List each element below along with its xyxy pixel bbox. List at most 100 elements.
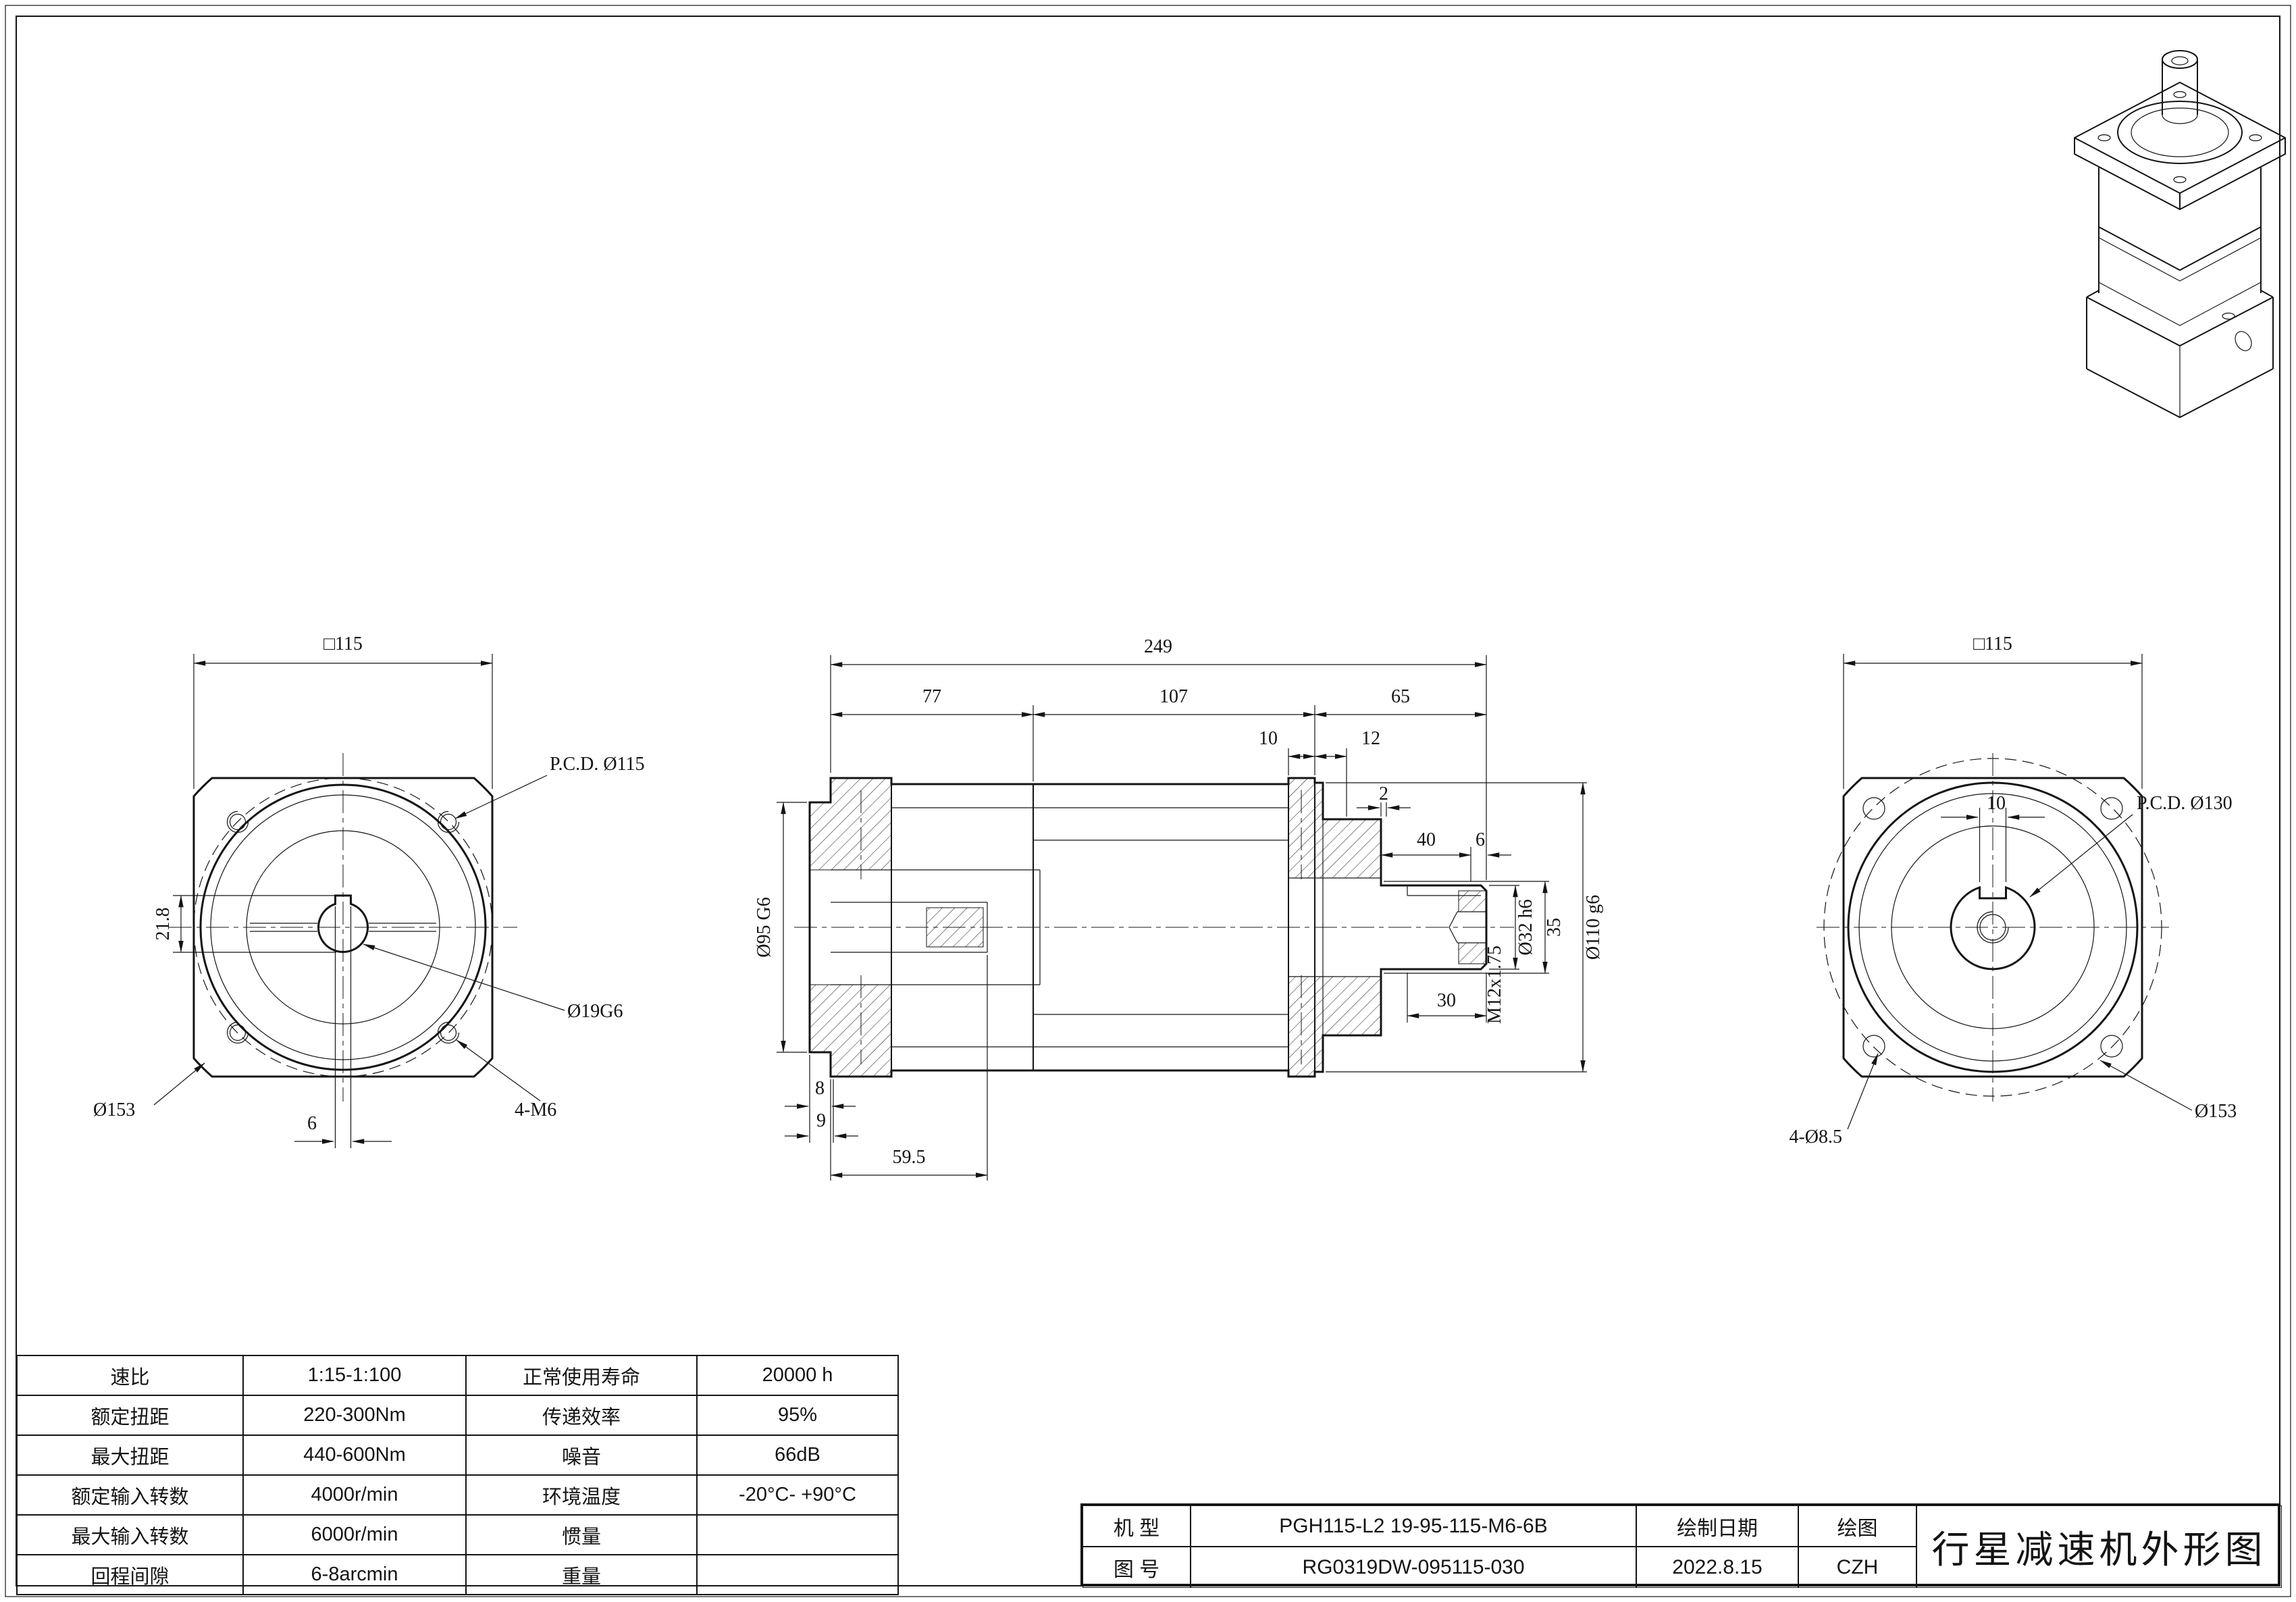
dim-holes-8-5: 4-Ø8.5 [1789,1127,1842,1147]
dim-pcd-115: P.C.D. Ø115 [550,754,645,775]
dim-2: 2 [1379,783,1388,804]
dim-outer-153: Ø153 [93,1100,135,1120]
drawing-title: 行星减速机外形图 [1916,1505,2282,1588]
spec-cell: 噪音 [465,1435,698,1476]
spec-cell: 6000r/min [242,1514,467,1555]
spec-row: 最大输入转数 6000r/min 惯量 [16,1514,899,1555]
spec-cell: 20000 h [696,1355,899,1396]
mount-holes-8-5 [1862,797,2123,1058]
dim-keyway-height: 21.8 [153,908,174,941]
sheet-frame [5,5,2291,1597]
spec-cell [696,1554,899,1595]
drawing-no-value: RG0319DW-095115-030 [1191,1547,1636,1588]
spec-cell: 6-8arcmin [242,1554,467,1595]
dim-holes-4m6: 4-M6 [515,1100,556,1120]
front-view-outline [192,777,494,1078]
model-value: PGH115-L2 19-95-115-M6-6B [1191,1505,1636,1547]
dim-10: 10 [1259,728,1278,749]
dim-77: 77 [922,686,941,707]
dim-key-width: 6 [307,1113,317,1134]
front-view-dimensions: □115 21.8 6 Ø153 4-M6 Ø19G6 P.C.D. Ø115 [93,634,645,1148]
spec-cell: 传递效率 [465,1395,698,1436]
isometric-view [2074,50,2286,419]
dim-pilot-95: Ø95 G6 [754,897,775,957]
dim-pcd-130: P.C.D. Ø130 [2137,793,2233,814]
dim-12: 12 [1361,728,1380,749]
spec-cell: 环境温度 [465,1474,698,1516]
model-label: 机 型 [1082,1505,1191,1547]
spec-cell: 额定扭距 [16,1395,244,1436]
dim-keyway-10: 10 [1987,793,2006,814]
spec-cell: 速比 [16,1355,244,1396]
flange-bolt-hole [2173,176,2187,184]
spec-cell [696,1514,899,1555]
spec-cell: 惯量 [465,1514,698,1555]
dim-6: 6 [1476,829,1485,850]
flange-bolt-hole [2249,134,2262,142]
dim-9: 9 [816,1110,826,1131]
input-flange-hatch-bottom [809,984,892,1077]
dim-107: 107 [1159,686,1188,707]
back-view-outline [1842,777,2143,1078]
dim-59-5: 59.5 [893,1147,926,1168]
dim-65: 65 [1391,686,1410,707]
spec-row: 额定扭距 220-300Nm 传递效率 95% [16,1395,899,1436]
drawn-by-label: 绘图 [1798,1505,1916,1547]
shaft-top-ellipse [2162,50,2198,69]
section-dimensions: 249 77 107 65 10 12 Ø95 G6 8 [754,636,1604,1181]
spec-table: 速比 1:15-1:100 正常使用寿命 20000 h 额定扭距 220-30… [16,1355,899,1595]
spec-row: 额定输入转数 4000r/min 环境温度 -20°C- +90°C [16,1474,899,1516]
dim-square-115: □115 [323,634,363,654]
spec-cell: 最大扭距 [16,1435,244,1476]
front-view: □115 21.8 6 Ø153 4-M6 Ø19G6 P.C.D. Ø115 [93,634,645,1148]
flange-bolt-hole [2173,91,2187,99]
date-value: 2022.8.15 [1636,1547,1798,1588]
dim-total-249: 249 [1144,636,1172,657]
output-flange-hatch-top [1288,777,1382,879]
outer-border [5,5,2291,1597]
spec-cell: 66dB [696,1435,899,1476]
output-shaft-with-keyway [1950,885,2036,971]
drawing-no-label: 图 号 [1082,1547,1191,1588]
spec-row: 速比 1:15-1:100 正常使用寿命 20000 h [16,1355,899,1396]
dim-outer-153-back: Ø153 [2195,1101,2237,1122]
dim-40: 40 [1417,829,1436,850]
input-bore-with-keyway [317,894,369,953]
spec-cell: 回程间隙 [16,1554,244,1595]
pcd-circle [193,777,493,1077]
dim-square-115-back: □115 [1973,634,2012,654]
output-flange-hatch-bottom [1288,976,1382,1077]
spec-cell: 正常使用寿命 [465,1355,698,1396]
input-flange-hatch-top [809,777,892,871]
dim-bore-19g6: Ø19G6 [567,1001,623,1022]
bottom-flange-hole [2222,312,2235,320]
shaft-end-hatch-bottom [1458,942,1487,964]
spec-cell: 220-300Nm [242,1395,467,1436]
spec-cell: 440-600Nm [242,1435,467,1476]
spec-row: 回程间隙 6-8arcmin 重量 [16,1554,899,1595]
back-view-dimensions: □115 10 P.C.D. Ø130 Ø153 4-Ø8.5 [1789,634,2237,1147]
spec-row: 最大扭距 440-600Nm 噪音 66dB [16,1435,899,1476]
title-block: 机 型 PGH115-L2 19-95-115-M6-6B 绘制日期 绘图 行星… [1080,1503,2282,1588]
spec-cell: 4000r/min [242,1474,467,1516]
dim-35: 35 [1544,918,1565,937]
dim-m12-thread: M12x1.75 [1484,946,1505,1024]
spec-cell: 最大输入转数 [16,1514,244,1555]
side-hole [2235,331,2252,351]
date-label: 绘制日期 [1636,1505,1798,1547]
dim-30: 30 [1437,990,1456,1011]
dim-shaft-32h6: Ø32 h6 [1515,899,1536,955]
spec-cell: 1:15-1:100 [242,1355,467,1396]
flange-bolt-hole [2097,134,2111,142]
inner-border [16,16,2280,1586]
dim-pilot-110g6: Ø110 g6 [1583,895,1604,960]
shaft-end-hatch-top [1458,890,1487,912]
mount-holes-m6 [226,810,460,1044]
boss-ellipse [2117,101,2243,164]
back-view: □115 10 P.C.D. Ø130 Ø153 4-Ø8.5 [1789,634,2237,1147]
spec-cell: -20°C- +90°C [696,1474,899,1516]
spec-cell: 重量 [465,1554,698,1595]
drawn-by-value: CZH [1798,1547,1916,1588]
